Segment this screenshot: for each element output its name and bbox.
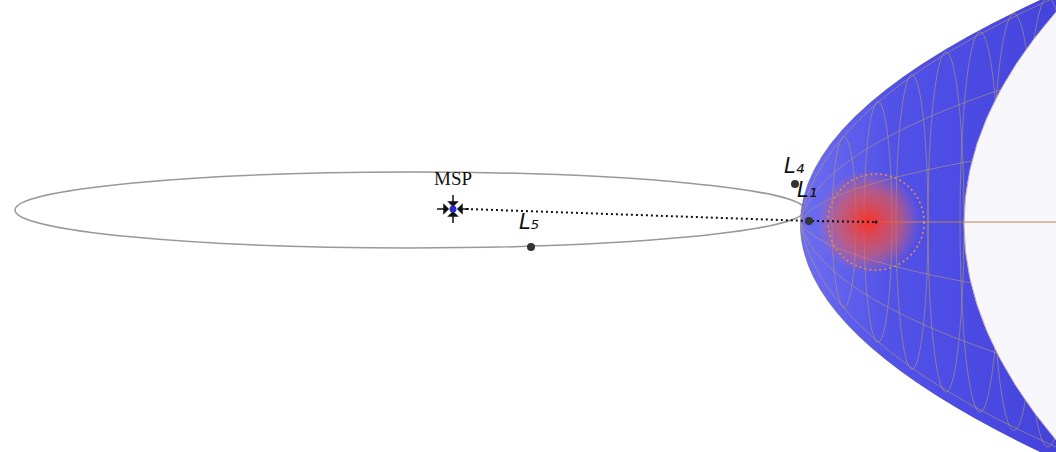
surface-opening [964,12,1056,440]
dotted-line [466,209,809,221]
point-label: L₄ [784,156,804,177]
body-label: MSP [434,169,472,188]
surface-grid [800,0,1056,447]
centre-dot [875,221,878,224]
orbit [15,172,805,248]
lagrange-point [527,243,535,251]
dotted-line [812,221,876,222]
opening-rim [964,12,1056,440]
point-label: L₁ [797,180,817,201]
msp-dot [450,206,457,213]
roche-surface [800,0,1056,452]
msp-marker [437,195,469,223]
lagrange-point [805,217,813,225]
point-label: L₅ [519,212,539,233]
